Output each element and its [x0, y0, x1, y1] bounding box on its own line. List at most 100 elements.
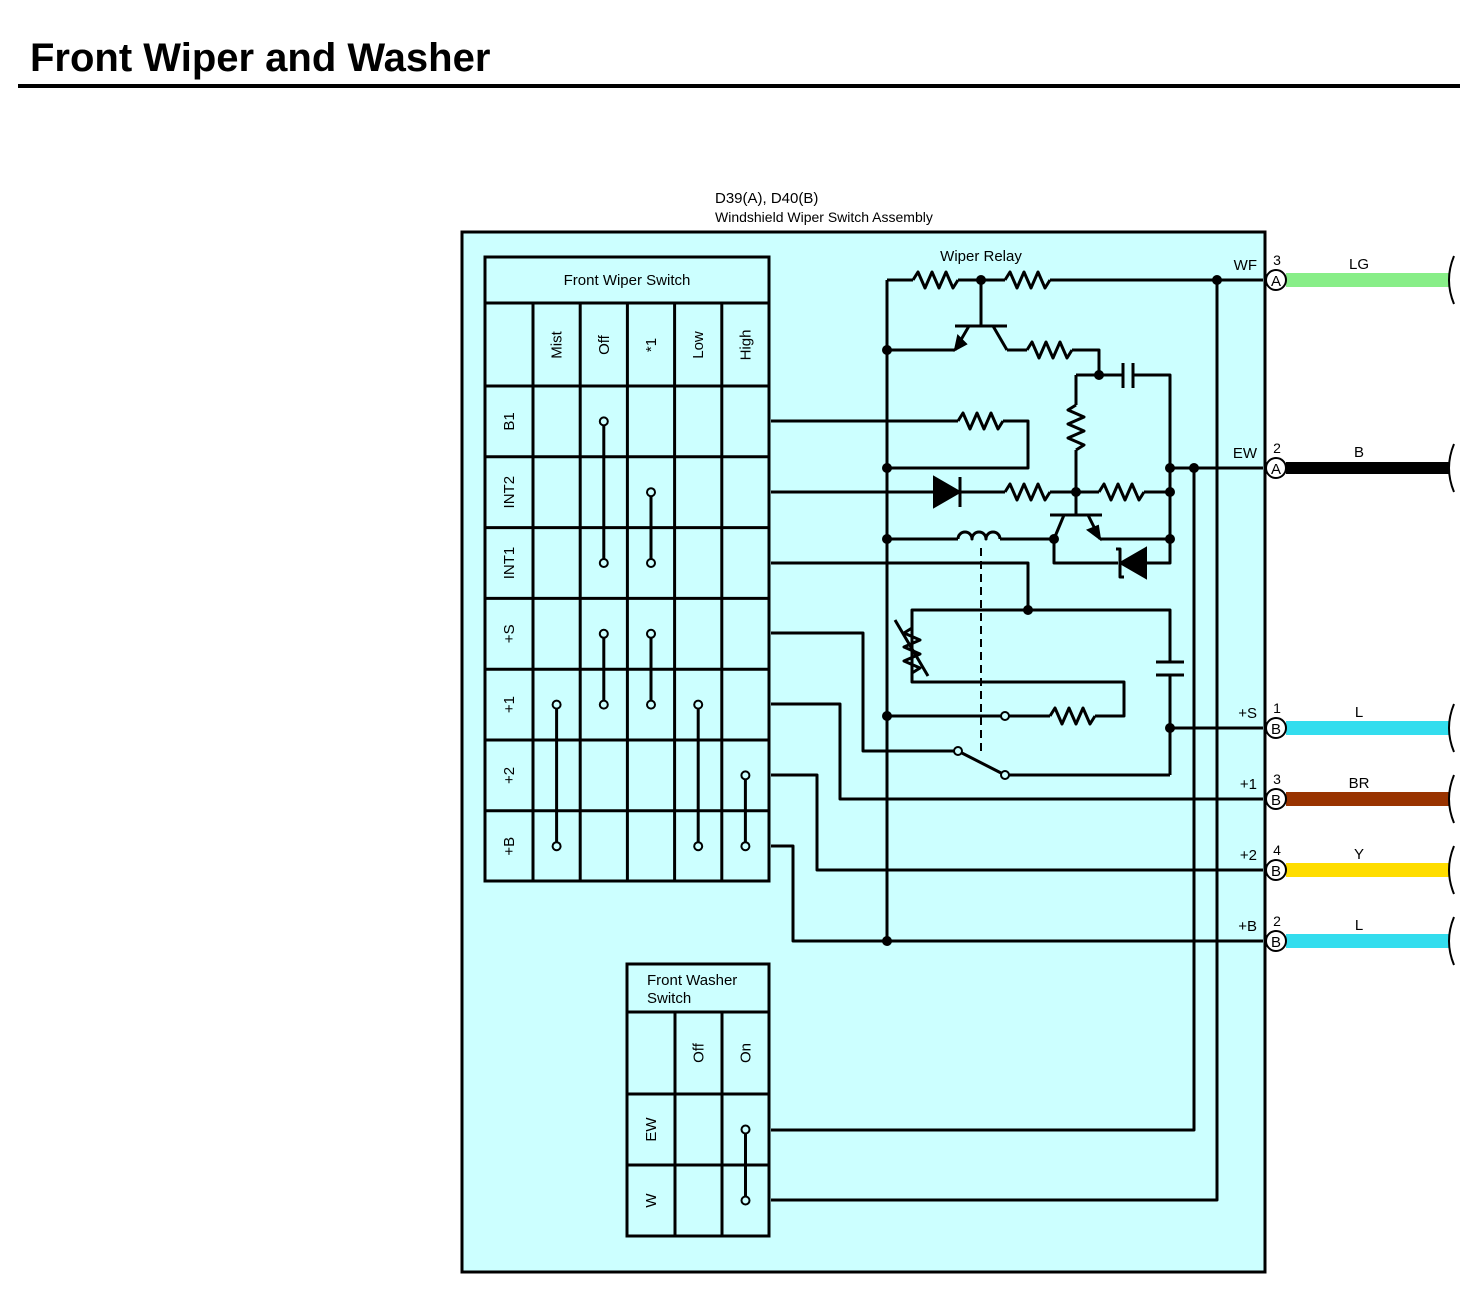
terminal-label: +S	[501, 624, 518, 643]
terminal-label: B1	[501, 412, 518, 430]
title-rule	[18, 84, 1460, 88]
connector-letter: B	[1271, 934, 1281, 951]
switch-contact	[693, 699, 704, 710]
junction-dot	[882, 345, 892, 355]
zener-diode	[1117, 546, 1147, 580]
pin-number: 2	[1273, 440, 1281, 456]
wire	[1144, 539, 1172, 565]
wire-break-mark	[1448, 845, 1455, 895]
junction-dot	[1189, 463, 1199, 473]
relay-coil	[956, 530, 1002, 541]
terminal-label: +2	[501, 767, 518, 784]
wire-break-mark	[1448, 255, 1455, 305]
pin-number: 3	[1273, 252, 1281, 268]
wire-code-label: Y	[1354, 846, 1364, 863]
signal-label: EW	[1233, 445, 1258, 462]
wire-break-mark	[1448, 443, 1455, 493]
cam-contact	[1000, 711, 1010, 721]
resistor-r1	[911, 270, 960, 290]
position-label: Off	[691, 1042, 708, 1063]
signal-label: +2	[1240, 847, 1257, 864]
junction-dot	[1165, 534, 1175, 544]
signal-label: +1	[1240, 776, 1257, 793]
resistor-r5	[956, 411, 1005, 431]
resistor-r8	[1048, 706, 1097, 726]
switch-contact	[740, 1195, 751, 1206]
pin-number: 2	[1273, 913, 1281, 929]
wiper-relay-label: Wiper Relay	[940, 248, 1022, 265]
wiper-switch-title: Front Wiper Switch	[564, 272, 691, 289]
washer-terminal-labels: EW W	[643, 1117, 660, 1208]
terminal-label: +B	[501, 837, 518, 856]
washer-ew-wire	[771, 468, 1196, 1132]
washer-w-wire	[771, 280, 1219, 1202]
junction-dots	[882, 275, 1222, 946]
plus-2-wire	[771, 773, 1263, 872]
connector-pin: A 3 WF LG	[1234, 252, 1455, 305]
junction-dot	[1165, 487, 1175, 497]
transistor-1-collector	[991, 325, 1009, 351]
plus-1-wire	[771, 702, 1263, 801]
terminal-label: EW	[643, 1117, 660, 1142]
terminal-label: W	[643, 1193, 660, 1208]
switch-contact	[646, 558, 656, 568]
diode-d1	[933, 475, 963, 509]
pin-circle	[1265, 788, 1287, 810]
junction-dot	[1165, 723, 1175, 733]
connector-ids-label: D39(A), D40(B)	[715, 190, 818, 207]
connector-letter: A	[1271, 461, 1281, 478]
switch-contact	[551, 699, 562, 710]
washer-switch-title-line1: Front Washer	[647, 972, 737, 989]
connector-letter: A	[1271, 273, 1281, 290]
position-label: *1	[643, 338, 660, 352]
resistor-r2	[1003, 270, 1052, 290]
junction-dot	[976, 275, 986, 285]
terminal-label: +1	[501, 696, 518, 713]
relay-switch-blade	[957, 749, 1006, 777]
junction-dot	[882, 534, 892, 544]
position-label: High	[737, 330, 754, 361]
wire	[1134, 373, 1172, 539]
wire-code-label: BR	[1349, 775, 1370, 792]
junction-dot	[1049, 534, 1059, 544]
junction-dot	[1212, 275, 1222, 285]
wire	[887, 419, 1030, 470]
terminal-label: INT1	[501, 547, 518, 580]
plus-b-wire	[771, 844, 1263, 943]
junction-dot	[882, 463, 892, 473]
wire-break-mark	[1448, 774, 1455, 824]
junction-dot	[1094, 370, 1104, 380]
transistor-2-arrow	[1085, 524, 1102, 542]
resistor-r6	[1003, 482, 1052, 502]
transistor-1-arrow	[953, 333, 968, 352]
resistor-r7	[1097, 482, 1146, 502]
signal-label: WF	[1234, 257, 1257, 274]
resistor-r4	[1066, 403, 1086, 452]
pin-circle	[1265, 930, 1287, 952]
junction-dot	[1071, 487, 1081, 497]
signal-label: +S	[1238, 705, 1257, 722]
pin-circle	[1265, 457, 1287, 479]
position-label: On	[738, 1043, 755, 1063]
position-label: Low	[690, 331, 707, 359]
washer-position-labels: Off On	[691, 1042, 755, 1063]
washer-table-frame	[625, 962, 771, 1238]
switch-contact	[646, 487, 656, 498]
switch-contact	[598, 628, 609, 639]
pin-circle	[1265, 717, 1287, 739]
wire-code-label: LG	[1349, 256, 1369, 273]
switch-contact	[646, 699, 656, 710]
page-title: Front Wiper and Washer	[30, 36, 491, 80]
switch-contact	[598, 558, 609, 568]
junction-dot	[882, 711, 892, 721]
connector-letter: B	[1271, 792, 1281, 809]
pin-number: 4	[1273, 842, 1281, 858]
